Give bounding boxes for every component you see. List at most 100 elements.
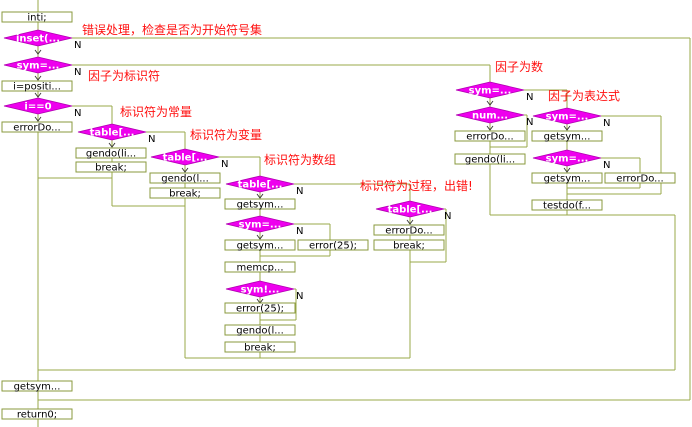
annotation-ident-const: 标识符为常量 bbox=[120, 104, 192, 119]
n-label-sym-7: N bbox=[603, 160, 610, 171]
process-box-gendo-1: gendo(li... bbox=[75, 147, 147, 160]
annotation-ident-var: 标识符为变量 bbox=[190, 127, 262, 142]
decision-inset: inset(... bbox=[3, 29, 73, 47]
svg-text:gendo(li...: gendo(li... bbox=[465, 155, 515, 166]
decision-sym-5: sym=... bbox=[455, 81, 525, 99]
svg-text:errorDo...: errorDo... bbox=[466, 132, 513, 143]
svg-text:sym=...: sym=... bbox=[546, 112, 589, 123]
process-box-errordo-1: errorDo... bbox=[1, 121, 73, 134]
process-box-gendo-3: gendo(l... bbox=[224, 324, 296, 337]
svg-text:gendo(li...: gendo(li... bbox=[86, 149, 136, 160]
annotation-factor-number: 因子为数 bbox=[495, 59, 543, 74]
svg-text:break;: break; bbox=[244, 343, 276, 354]
svg-text:error(25);: error(25); bbox=[309, 241, 357, 252]
process-box-gendo-2: gendo(l... bbox=[149, 172, 221, 185]
svg-text:getsym...: getsym... bbox=[544, 132, 591, 143]
process-box-getsym-3: getsym... bbox=[224, 198, 296, 211]
process-box-getsym-6: getsym... bbox=[531, 130, 603, 143]
n-label-table-3: N bbox=[296, 186, 303, 197]
svg-text:break;: break; bbox=[95, 163, 127, 174]
n-label-table-2: N bbox=[221, 159, 228, 170]
decision-table-1: table[... bbox=[77, 123, 147, 141]
decision-sym-1: sym=... bbox=[3, 56, 73, 74]
svg-text:inti;: inti; bbox=[27, 13, 46, 24]
process-box-positi: i=positi... bbox=[1, 80, 73, 93]
n-label-i-eq-0: N bbox=[74, 108, 81, 119]
decision-sym-not: sym!... bbox=[225, 280, 295, 298]
decision-table-4: table[... bbox=[375, 200, 445, 218]
annotation-ident-proc: 标识符为过程，出错! bbox=[360, 178, 473, 193]
svg-text:errorDo...: errorDo... bbox=[616, 174, 663, 185]
annotation-factor-ident: 因子为标识符 bbox=[88, 68, 160, 83]
annotations: 错误处理，检查是否为开始符号集 因子为标识符 因子为数 因子为表达式 标识符为常… bbox=[82, 22, 620, 193]
decision-i-eq-0: i==0 bbox=[3, 97, 73, 115]
svg-text:error(25);: error(25); bbox=[236, 304, 284, 315]
n-label-inset: N bbox=[74, 40, 81, 51]
n-label-sym-6: N bbox=[603, 118, 610, 129]
svg-text:sym=...: sym=... bbox=[546, 154, 589, 165]
n-label-sym-3: N bbox=[296, 226, 303, 237]
n-label-sym-5: N bbox=[526, 92, 533, 103]
annotation-ident-array: 标识符为数组 bbox=[264, 152, 336, 167]
svg-text:sym=...: sym=... bbox=[239, 220, 282, 231]
svg-text:i==0: i==0 bbox=[24, 102, 51, 113]
svg-text:gendo(l...: gendo(l... bbox=[161, 174, 209, 185]
decision-table-2: table[... bbox=[150, 148, 220, 166]
svg-text:inset(...: inset(... bbox=[16, 34, 60, 45]
annotation-error-check: 错误处理，检查是否为开始符号集 bbox=[82, 22, 262, 37]
process-box-error25-b: error(25); bbox=[224, 302, 296, 315]
process-box-return0: return0; bbox=[1, 408, 73, 421]
process-box-gendo-5: gendo(li... bbox=[454, 153, 526, 166]
process-box-break-2: break; bbox=[149, 187, 221, 200]
svg-text:sym!...: sym!... bbox=[241, 285, 280, 296]
svg-text:sym=...: sym=... bbox=[17, 61, 60, 72]
process-box-break-4: break; bbox=[373, 239, 445, 252]
process-box-errordo-7: errorDo... bbox=[604, 172, 676, 185]
svg-text:gendo(l...: gendo(l... bbox=[236, 326, 284, 337]
process-box-break-1: break; bbox=[75, 161, 147, 174]
svg-text:break;: break; bbox=[169, 189, 201, 200]
n-label-sym-1: N bbox=[74, 67, 81, 78]
svg-text:table[...: table[... bbox=[90, 128, 135, 139]
decision-sym-3: sym=... bbox=[225, 215, 295, 233]
process-box-getsym-end: getsym... bbox=[1, 380, 73, 393]
svg-text:num...: num... bbox=[472, 111, 508, 122]
process-box-errordo-5: errorDo... bbox=[454, 130, 526, 143]
process-box-errordo-4: errorDo... bbox=[373, 224, 445, 237]
svg-text:return0;: return0; bbox=[17, 410, 57, 421]
n-label-num-5: N bbox=[526, 117, 533, 128]
process-box-testdo: testdo(f... bbox=[531, 199, 603, 212]
process-box-getsym-3b: getsym... bbox=[224, 239, 296, 252]
svg-text:sym=...: sym=... bbox=[469, 86, 512, 97]
process-box-inti: inti; bbox=[1, 11, 73, 24]
svg-text:testdo(f...: testdo(f... bbox=[543, 201, 591, 212]
connector-arrows bbox=[34, 49, 571, 304]
process-box-error25-a: error(25); bbox=[297, 239, 369, 252]
svg-text:table[...: table[... bbox=[388, 205, 433, 216]
decision-sym-6: sym=... bbox=[532, 107, 602, 125]
svg-text:getsym...: getsym... bbox=[14, 382, 61, 393]
decision-sym-7: sym=... bbox=[532, 149, 602, 167]
process-box-break-3: break; bbox=[224, 341, 296, 354]
connector-lines bbox=[37, 0, 691, 427]
svg-text:memcp...: memcp... bbox=[236, 263, 283, 274]
svg-text:i=positi...: i=positi... bbox=[13, 82, 61, 93]
process-box-memcp: memcp... bbox=[224, 261, 296, 274]
svg-text:errorDo...: errorDo... bbox=[13, 123, 60, 134]
svg-text:getsym...: getsym... bbox=[544, 174, 591, 185]
svg-text:getsym...: getsym... bbox=[237, 200, 284, 211]
n-label-sym-not: N bbox=[296, 291, 303, 302]
decision-table-3: table[... bbox=[225, 175, 295, 193]
n-label-table-1: N bbox=[148, 134, 155, 145]
svg-text:table[...: table[... bbox=[163, 153, 208, 164]
svg-text:break;: break; bbox=[393, 241, 425, 252]
svg-text:getsym...: getsym... bbox=[237, 241, 284, 252]
annotation-factor-expr: 因子为表达式 bbox=[548, 89, 620, 103]
branch-labels: N N N N N N N N N N N N N bbox=[74, 40, 610, 302]
decision-num-5: num... bbox=[455, 106, 525, 124]
process-box-getsym-7: getsym... bbox=[531, 172, 603, 185]
n-label-table-4: N bbox=[444, 211, 451, 222]
svg-text:table[...: table[... bbox=[238, 180, 283, 191]
svg-text:errorDo...: errorDo... bbox=[385, 226, 432, 237]
